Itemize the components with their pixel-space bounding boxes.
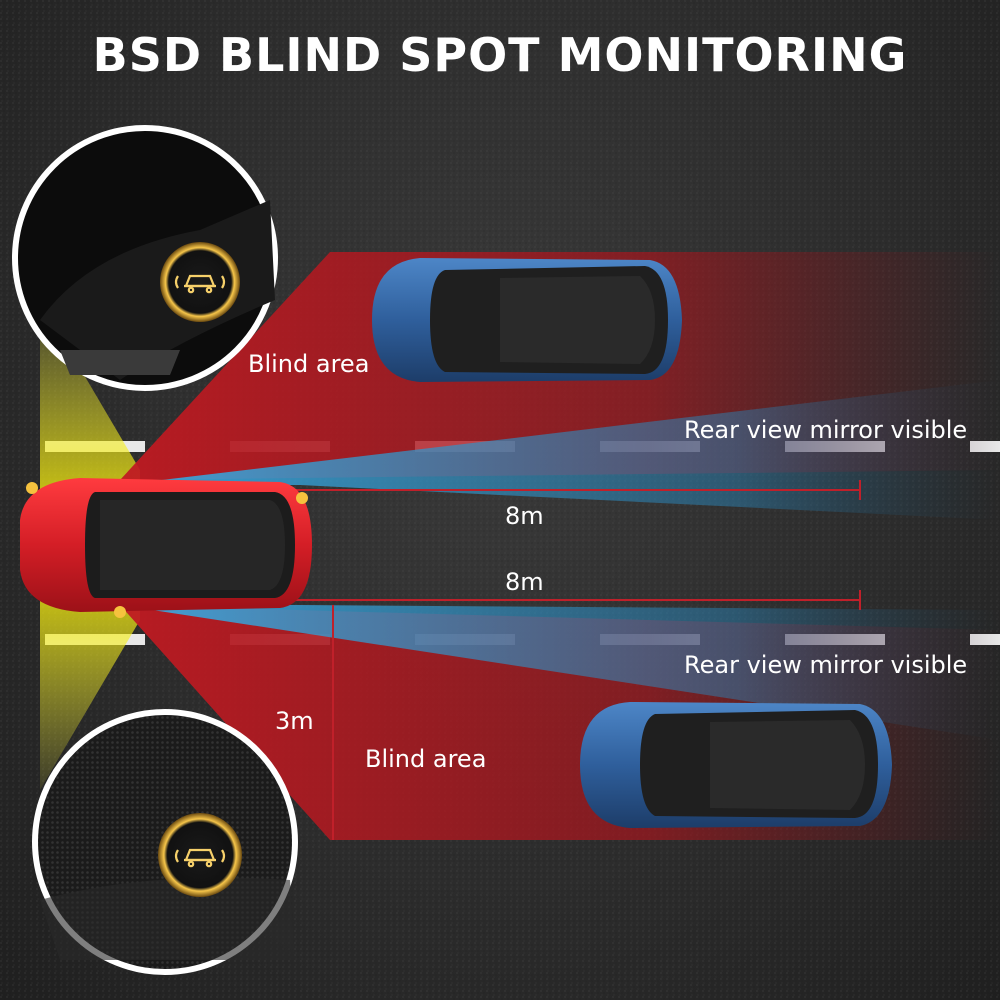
mirror-closeup-bottom — [32, 709, 298, 975]
label-distance-top: 8m — [505, 502, 544, 530]
mirror-closeup-top — [12, 125, 278, 391]
label-side-distance: 3m — [275, 707, 314, 735]
label-blind-area-top: Blind area — [248, 350, 370, 378]
other-car-bottom — [580, 702, 892, 828]
bsd-indicator-bottom — [158, 813, 242, 897]
mirror-zone-top — [120, 380, 1000, 520]
label-mirror-visible-bottom: Rear view mirror visible — [684, 651, 968, 679]
ego-car — [20, 478, 312, 618]
bsd-indicator-top — [160, 242, 240, 322]
bsd-warning-car-icon — [174, 848, 226, 868]
bsd-warning-car-icon — [174, 274, 226, 294]
other-car-top — [372, 258, 682, 382]
label-blind-area-bottom: Blind area — [365, 745, 487, 773]
label-distance-bottom: 8m — [505, 568, 544, 596]
page-title: BSD BLIND SPOT MONITORING — [92, 28, 908, 82]
label-mirror-visible-top: Rear view mirror visible — [684, 416, 968, 444]
